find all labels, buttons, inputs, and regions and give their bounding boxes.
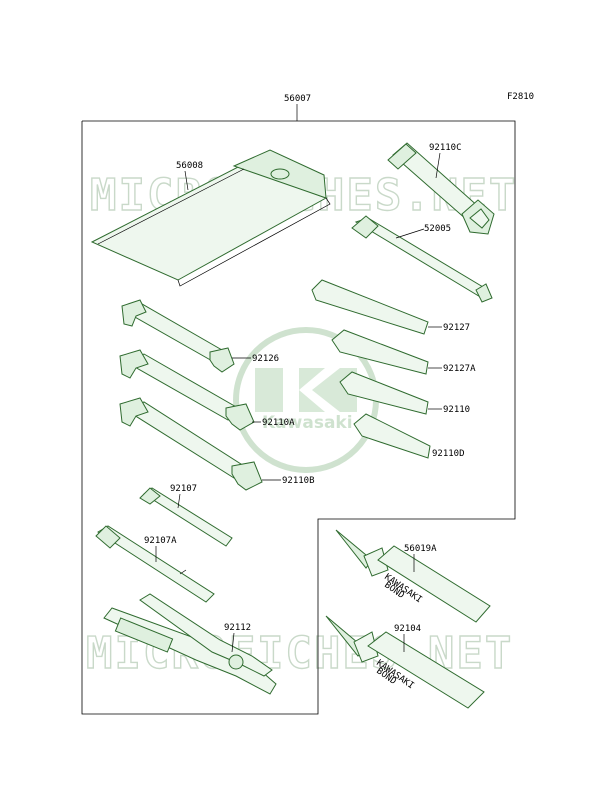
screwdriver-handle [95, 525, 215, 603]
leader-52005 [395, 228, 425, 239]
open-end-wrench-92110A [119, 349, 255, 431]
part-label-56019A: 56019A [404, 544, 437, 554]
leader-92112 [231, 632, 235, 653]
driver-bar [351, 215, 493, 303]
part-label-92110D: 92110D [432, 449, 465, 459]
hex-key-92110D [353, 413, 431, 459]
part-label-92112: 92112 [224, 623, 251, 633]
part-label-92110: 92110 [443, 405, 470, 415]
tool-bag [90, 149, 331, 287]
open-end-wrench-92110B [119, 397, 263, 491]
part-label-52005: 52005 [424, 224, 451, 234]
hex-key-92127 [311, 279, 429, 335]
leader-92110C [435, 152, 441, 179]
open-end-wrench-92126 [121, 299, 235, 373]
part-label-56008: 56008 [176, 161, 203, 171]
leader-92107 [177, 493, 181, 509]
part-label-92126: 92126 [252, 354, 279, 364]
assembly-frame [81, 120, 516, 715]
part-label-92110A: 92110A [262, 418, 295, 428]
pliers [103, 593, 277, 695]
part-label-92104: 92104 [394, 624, 421, 634]
logo-text: Kawasaki [262, 413, 353, 433]
hex-key-92127A [331, 329, 429, 375]
part-label-92127A: 92127A [443, 364, 476, 374]
assembly-number: 56007 [284, 94, 311, 104]
part-label-92110C: 92110C [429, 143, 462, 153]
screwdriver-bit [139, 487, 233, 547]
part-label-92107: 92107 [170, 484, 197, 494]
part-label-92127: 92127 [443, 323, 470, 333]
part-label-92107A: 92107A [144, 536, 177, 546]
hex-key-92110 [339, 371, 429, 415]
part-label-92110B: 92110B [282, 476, 315, 486]
plug-wrench [387, 142, 495, 235]
leader-56008 [184, 170, 189, 191]
figure-code: F2810 [507, 92, 534, 102]
